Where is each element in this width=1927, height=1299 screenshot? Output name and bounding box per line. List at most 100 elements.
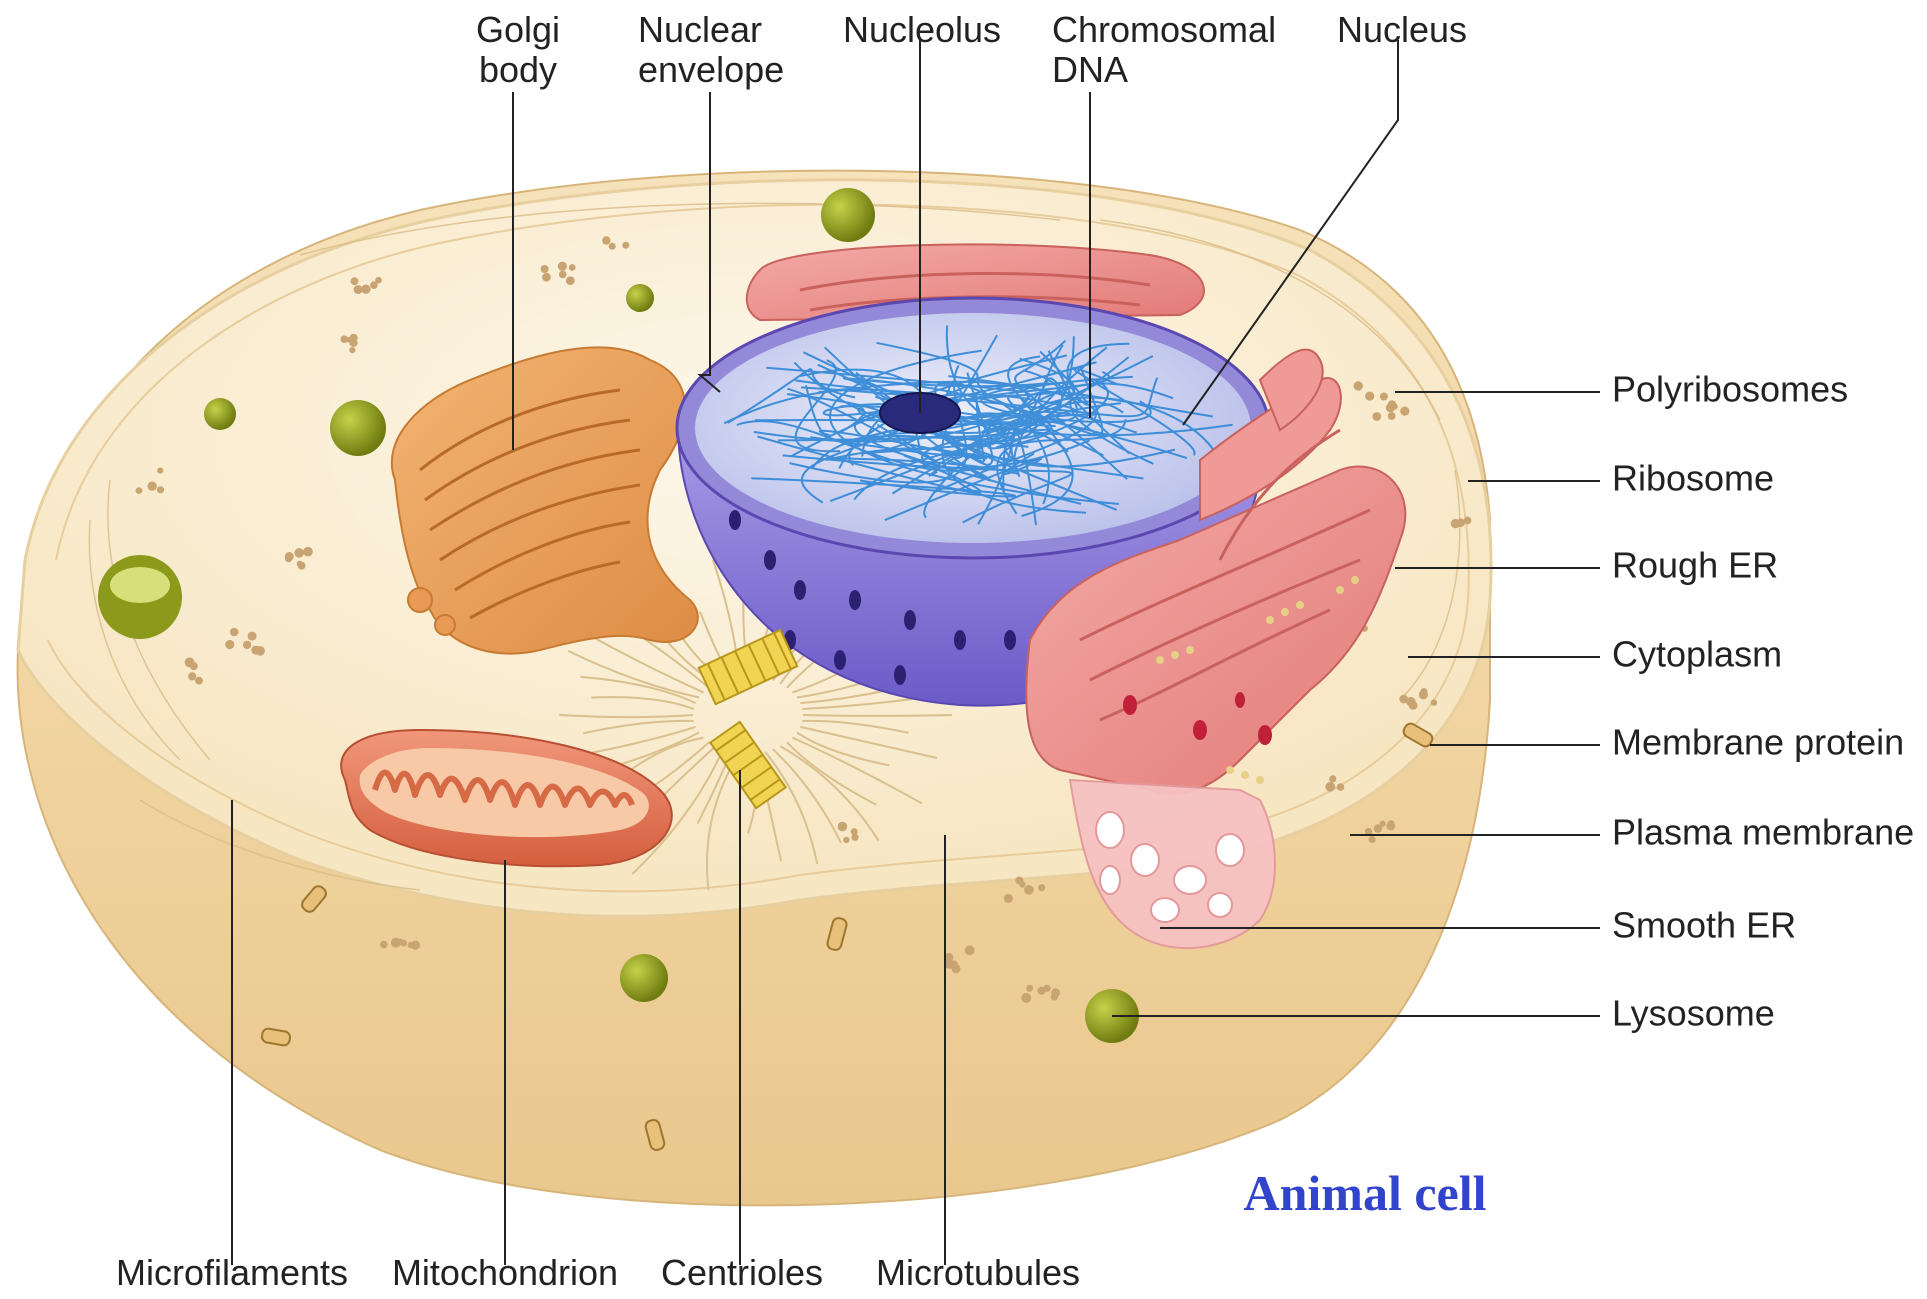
ribosome [1051, 988, 1060, 997]
ribosome [354, 285, 363, 294]
ribosome [350, 334, 358, 342]
ribosome [559, 271, 567, 279]
label-plasma-membrane: Plasma membrane [1612, 812, 1914, 853]
ribosome [351, 277, 359, 285]
ribosome [341, 335, 349, 343]
ribosome [255, 646, 265, 656]
ribosome [188, 672, 196, 680]
ribosome [609, 243, 616, 250]
ribosome [838, 822, 848, 832]
ribosome [391, 938, 401, 948]
label-cytoplasm: Cytoplasm [1612, 634, 1782, 675]
ribosome [851, 834, 858, 841]
label-nuclear-envelope: envelope [638, 49, 784, 90]
ribosome [1038, 884, 1045, 891]
ribosome [1388, 820, 1395, 827]
ribosome [349, 347, 355, 353]
ribosome [380, 941, 388, 949]
ribosome [1400, 407, 1409, 416]
ribosome [1325, 782, 1335, 792]
label-centrioles: Centrioles [661, 1252, 823, 1293]
labels-top: Golgi body Nuclear envelope Nucleolus Ch… [476, 9, 1467, 90]
label-microtubules: Microtubules [876, 1252, 1080, 1293]
ribosome [541, 265, 549, 273]
ribosome [285, 552, 294, 561]
ribosome [1037, 987, 1045, 995]
ribosome [248, 632, 257, 641]
label-nuclear-envelope: Nuclear [638, 9, 762, 50]
ribosome [1431, 699, 1437, 705]
ribosome [136, 487, 143, 494]
label-rough-er: Rough ER [1612, 545, 1778, 586]
ribosome [602, 236, 610, 244]
ribosome [1365, 392, 1374, 401]
label-mitochondrion: Mitochondrion [392, 1252, 618, 1293]
ribosome [558, 262, 567, 271]
ribosome [569, 264, 576, 271]
lysosome [330, 400, 386, 456]
label-golgi-body: body [479, 49, 557, 90]
ribosome [148, 482, 157, 491]
ribosome [1026, 985, 1033, 992]
label-membrane-protein: Membrane protein [1612, 722, 1904, 763]
ribosome [1406, 697, 1415, 706]
ribosome [303, 547, 313, 557]
ribosome [1024, 885, 1034, 895]
ribosome [1372, 412, 1381, 421]
ribosome [1015, 877, 1023, 885]
ribosome [1420, 688, 1427, 695]
ribosome [230, 628, 239, 637]
lysosome [204, 398, 236, 430]
label-nucleolus: Nucleolus [843, 9, 1001, 50]
label-chromosomal-dna: DNA [1052, 49, 1128, 90]
label-polyribosomes: Polyribosomes [1612, 369, 1848, 410]
label-microfilaments: Microfilaments [116, 1252, 348, 1293]
ribosome [195, 677, 203, 685]
ribosome [1464, 517, 1472, 525]
ribosome [952, 964, 961, 973]
lysosome [620, 954, 668, 1002]
ribosome [622, 242, 629, 249]
ribosome [1329, 775, 1336, 782]
ribosome [1374, 824, 1382, 832]
ribosome [1337, 783, 1345, 791]
ribosome [225, 640, 234, 649]
ribosome [361, 285, 370, 294]
label-lysosome: Lysosome [1612, 993, 1775, 1034]
label-nucleus: Nucleus [1337, 9, 1467, 50]
ribosome [566, 276, 575, 285]
ribosome [157, 468, 163, 474]
lysosome [821, 188, 875, 242]
ribosome [1004, 894, 1013, 903]
lysosome [626, 284, 654, 312]
label-golgi-body: Golgi [476, 9, 560, 50]
ribosome [1369, 836, 1376, 843]
ribosome [375, 277, 382, 284]
ribosome [1380, 393, 1388, 401]
ribosome [1354, 381, 1363, 390]
ribosome [1391, 403, 1397, 409]
ribosome [243, 641, 251, 649]
vesicle [98, 555, 182, 639]
ribosome [1451, 519, 1460, 528]
ribosome [542, 273, 551, 282]
ribosome [400, 940, 407, 947]
ribosome [190, 662, 198, 670]
ribosome [408, 942, 414, 948]
ribosome [294, 548, 304, 558]
ribosome [965, 946, 975, 956]
label-chromosomal-dna: Chromosomal [1052, 9, 1276, 50]
diagram-caption: Animal cell [1243, 1165, 1486, 1221]
labels-right: Polyribosomes Ribosome Rough ER Cytoplas… [1612, 369, 1914, 1034]
ribosome [157, 486, 164, 493]
ribosome [843, 837, 849, 843]
label-smooth-er: Smooth ER [1612, 905, 1796, 946]
ribosome [1388, 412, 1396, 420]
microtubule [803, 715, 952, 716]
ribosome [298, 562, 306, 570]
ribosome [1021, 993, 1031, 1003]
label-ribosome: Ribosome [1612, 458, 1774, 499]
labels-bottom: Microfilaments Mitochondrion Centrioles … [116, 1252, 1080, 1293]
